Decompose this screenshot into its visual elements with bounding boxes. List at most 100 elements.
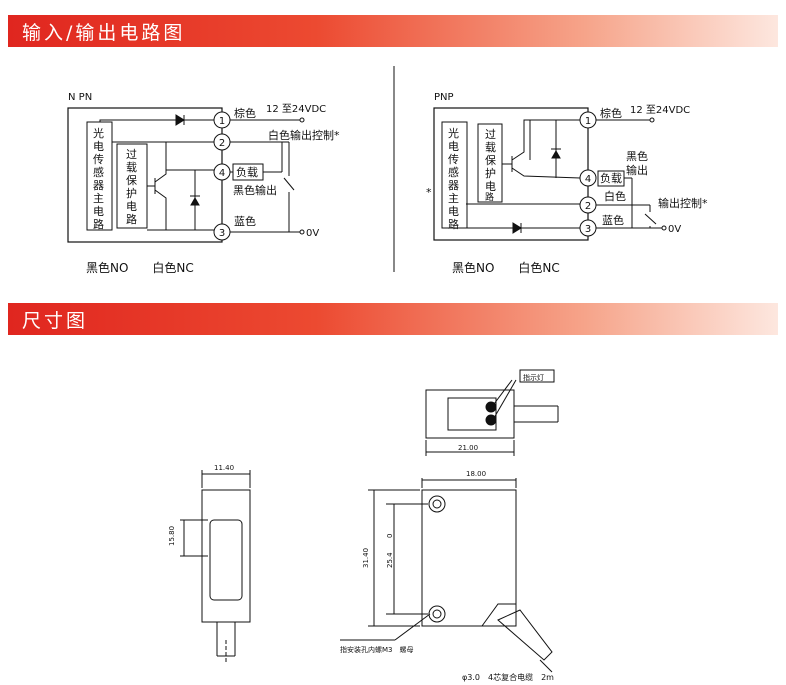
svg-text:保: 保	[126, 173, 137, 187]
svg-text:护: 护	[126, 186, 137, 200]
cable	[497, 609, 553, 661]
front-view-body	[421, 489, 517, 627]
indicator-led-1	[485, 401, 497, 413]
svg-text:光: 光	[93, 126, 104, 140]
side-view	[180, 470, 251, 662]
svg-text:过: 过	[485, 128, 496, 141]
svg-text:载: 载	[126, 161, 137, 174]
svg-text:载: 载	[485, 141, 496, 154]
top-view	[425, 369, 559, 456]
pnp-sensor-main-box	[441, 121, 468, 229]
svg-text:传: 传	[448, 153, 459, 166]
front-view	[340, 478, 553, 673]
pnp-voltage-label: 12 至24VDC	[630, 104, 690, 116]
indicator-led-2	[485, 414, 497, 426]
npn-voltage-label: 12 至24VDC	[266, 103, 326, 115]
pnp-overload-box	[477, 123, 503, 203]
npn-label: N PN	[68, 92, 92, 103]
npn-pin-3-label: 3	[219, 228, 225, 239]
svg-text:路: 路	[93, 218, 104, 231]
svg-text:感: 感	[93, 166, 104, 179]
npn-0v-label: 0V	[306, 228, 319, 239]
window-height-label: 15.80	[168, 526, 176, 546]
pnp-overload-text: 过 载 保 护 电 路	[485, 128, 496, 203]
npn-sensor-main-text: 光 电 传 感 器 主 电 路	[93, 126, 104, 231]
pnp-circuit: PNP	[433, 92, 667, 241]
pnp-texts: 光 电 传 感 器 主 电 路 过 载 保 护 电 路 * 1 4 2 3 棕色…	[426, 104, 708, 275]
svg-text:电: 电	[448, 140, 459, 153]
mount-hole-bottom	[428, 605, 446, 623]
pnp-black-out-label-1: 黑色	[626, 149, 648, 163]
io-section-header: 输入/输出电路图	[8, 15, 778, 47]
svg-text:电: 电	[93, 140, 104, 153]
pnp-star: *	[426, 186, 432, 199]
npn-zener	[190, 196, 200, 206]
pnp-black-out-label-2: 输出	[626, 163, 648, 177]
pnp-pin-1-label: 1	[585, 116, 591, 127]
npn-diode-top	[175, 114, 185, 126]
side-view-window	[209, 519, 243, 601]
svg-text:器: 器	[93, 179, 104, 192]
npn-white-out-label: 白色输出控制*	[268, 128, 340, 142]
npn-sensor-housing	[67, 107, 223, 243]
npn-load-label: 负载	[236, 165, 258, 179]
pnp-out-ctrl-label: 输出控制*	[658, 196, 708, 210]
svg-text:光: 光	[448, 126, 459, 140]
side-view-body	[201, 489, 251, 623]
svg-text:护: 护	[485, 166, 496, 180]
cable-gland	[481, 603, 517, 627]
svg-text:电: 电	[485, 180, 496, 193]
svg-text:路: 路	[126, 213, 137, 226]
svg-text:感: 感	[448, 166, 459, 179]
npn-black-out-label: 黑色输出	[233, 183, 277, 197]
front-width-label: 18.00	[466, 470, 486, 478]
pnp-sensor-main-text: 光 电 传 感 器 主 电 路	[448, 126, 459, 231]
svg-text:传: 传	[93, 153, 104, 166]
mount-hole-top	[428, 495, 446, 513]
npn-pin-2-label: 2	[219, 138, 225, 149]
npn-texts: 光 电 传 感 器 主 电 路 过 载 保 护 电 路 1 2 4 3 棕色 1…	[86, 103, 340, 275]
cable-note: φ3.0 4芯复合电缆 2m	[462, 672, 554, 682]
npn-circuit: N PN	[67, 92, 305, 243]
pnp-pin-4-label: 4	[585, 174, 591, 185]
pnp-label: PNP	[434, 92, 454, 103]
npn-overload-text: 过 载 保 护 电 路	[126, 148, 137, 226]
npn-pin-4-label: 4	[219, 168, 225, 179]
pnp-pin-3-label: 3	[585, 224, 591, 235]
svg-text:保: 保	[485, 153, 496, 167]
mount-hole-note: 指安装孔内螺M3 螺母	[340, 645, 414, 654]
indicator-label: 指示灯	[523, 373, 544, 382]
pnp-zener	[551, 149, 561, 159]
svg-text:电: 电	[93, 205, 104, 218]
svg-text:器: 器	[448, 179, 459, 192]
pnp-blue-label: 蓝色	[602, 213, 624, 227]
pnp-white-label: 白色	[604, 189, 626, 203]
svg-text:路: 路	[448, 218, 459, 231]
svg-text:路: 路	[485, 191, 494, 203]
indicator-callout-box	[519, 369, 555, 383]
side-width-label: 11.40	[214, 464, 234, 472]
dim-section-header: 尺寸图	[8, 303, 778, 335]
pnp-0v-label: 0V	[668, 224, 681, 235]
total-height-label: 31.40	[362, 548, 370, 568]
io-section-title: 输入/输出电路图	[22, 22, 186, 44]
pnp-brown-label: 棕色	[600, 106, 622, 120]
dim-section-title: 尺寸图	[22, 310, 89, 332]
pnp-diode	[512, 222, 522, 234]
svg-text:电: 电	[126, 200, 137, 213]
top-view-body	[425, 389, 515, 439]
npn-pin-1-label: 1	[219, 116, 225, 127]
svg-text:主: 主	[448, 192, 459, 205]
svg-text:过: 过	[126, 148, 137, 161]
hole-pitch-label: 25.4	[386, 552, 394, 568]
pnp-legend: 黑色NO 白色NC	[452, 260, 560, 275]
pnp-pin-4	[579, 169, 597, 187]
npn-legend: 黑色NO 白色NC	[86, 260, 194, 275]
svg-text:电: 电	[448, 205, 459, 218]
hole-zero-label: 0	[386, 534, 394, 538]
top-width-label: 21.00	[458, 444, 478, 452]
pnp-pin-2-label: 2	[585, 201, 591, 212]
npn-brown-label: 棕色	[234, 106, 256, 120]
svg-text:主: 主	[93, 192, 104, 205]
